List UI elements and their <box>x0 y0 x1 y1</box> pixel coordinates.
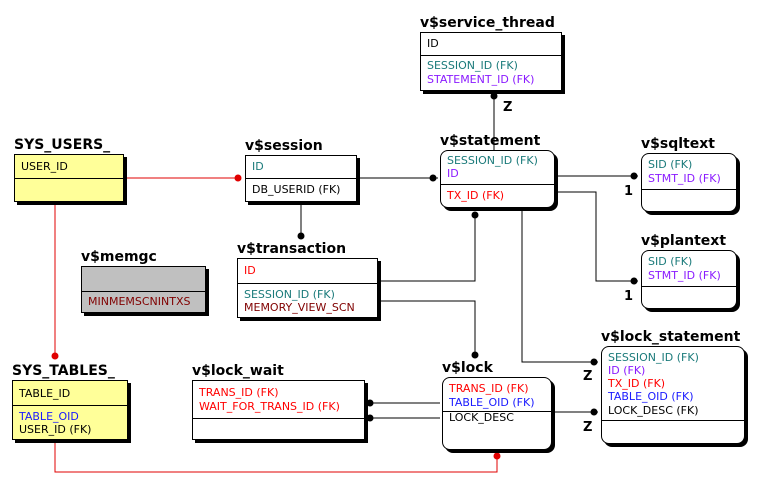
entity-box: SESSION_ID (FK) ID (FK) TX_ID (FK) TABLE… <box>601 346 745 444</box>
rel-transaction-lock <box>378 300 476 355</box>
card-one-plantext: 1 <box>624 289 634 304</box>
pk-attr: WAIT_FOR_TRANS_ID (FK) <box>199 400 340 413</box>
entity-box: USER_ID <box>14 154 124 202</box>
entity-title: v$lock <box>442 360 493 376</box>
pk-attr: SESSION_ID (FK) <box>447 154 538 167</box>
pk-attr: TABLE_OID (FK) <box>608 390 694 403</box>
pk-attr: STMT_ID (FK) <box>648 269 721 282</box>
entity-box: TABLE_ID TABLE_OID USER_ID (FK) <box>12 380 128 440</box>
pk-attr: TABLE_OID (FK) <box>449 396 535 409</box>
entity-box: ID SESSION_ID (FK) STATEMENT_ID (FK) <box>420 32 562 91</box>
attr: USER_ID (FK) <box>19 423 92 436</box>
attr: MINMEMSCNINTXS <box>88 295 191 308</box>
pk-attr: ID <box>447 167 459 180</box>
rel-lockwait-lock-1-dot <box>366 399 374 407</box>
card-z-lockstmt-bottom: Z <box>583 420 593 435</box>
divider <box>238 283 377 284</box>
rel-session-statement-dot <box>429 174 437 182</box>
entity-box: TRANS_ID (FK) TABLE_OID (FK) LOCK_DESC <box>442 377 552 450</box>
divider <box>15 178 123 179</box>
pk-attr: TX_ID (FK) <box>608 377 666 390</box>
rel-statement-service-dot <box>490 92 498 100</box>
divider <box>13 405 127 406</box>
divider <box>193 418 364 419</box>
attr: DB_USERID (FK) <box>252 183 341 196</box>
card-one-sqltext: 1 <box>624 184 634 199</box>
attr: LOCK_DESC (FK) <box>608 404 699 417</box>
rel-statement-lockstmt-dot <box>590 358 598 366</box>
pk-attr: ID <box>252 160 264 173</box>
attr: SESSION_ID (FK) <box>427 59 518 72</box>
entity-box: TRANS_ID (FK) WAIT_FOR_TRANS_ID (FK) <box>192 380 365 440</box>
entity-box: ID SESSION_ID (FK) MEMORY_VIEW_SCN <box>237 258 378 318</box>
pk-attr: SID (FK) <box>648 255 693 268</box>
entity-title: v$plantext <box>641 233 727 249</box>
entity-box: SESSION_ID (FK) ID TX_ID (FK) <box>440 150 555 208</box>
entity-title: SYS_TABLES_ <box>12 363 115 379</box>
divider <box>421 55 561 56</box>
pk-attr: STMT_ID (FK) <box>648 172 721 185</box>
attr: MEMORY_VIEW_SCN <box>244 301 355 314</box>
pk-attr: TRANS_ID (FK) <box>199 386 279 399</box>
attr: TX_ID (FK) <box>447 189 505 202</box>
rel-statement-plantext-dot <box>630 277 638 285</box>
entity-title: v$transaction <box>237 241 347 257</box>
rel-statement-lockstmt <box>521 208 598 363</box>
entity-box: SID (FK) STMT_ID (FK) <box>641 153 737 212</box>
card-z-lockstmt-top: Z <box>583 369 593 384</box>
attr: STATEMENT_ID (FK) <box>427 73 535 86</box>
attr: SESSION_ID (FK) <box>244 288 335 301</box>
rel-transaction-lock-dot <box>471 351 479 359</box>
divider <box>642 189 736 190</box>
entity-title: SYS_USERS_ <box>14 137 111 153</box>
entity-title: v$lock_wait <box>192 363 284 379</box>
pk-attr: SID (FK) <box>648 158 693 171</box>
pk-attr: USER_ID <box>21 160 68 173</box>
pk-attr: TABLE_ID <box>19 387 71 400</box>
rel-transaction-statement <box>378 212 476 282</box>
attr: TABLE_OID <box>19 410 79 423</box>
divider <box>246 178 356 179</box>
divider <box>441 184 554 185</box>
attr: LOCK_DESC <box>449 411 514 424</box>
rel-statement-sqltext-dot <box>630 172 638 180</box>
rel-lockwait-lock-2-dot <box>366 414 374 422</box>
entity-title: v$session <box>245 138 323 154</box>
rel-transaction-statement-dot <box>471 211 479 219</box>
entity-box: ID DB_USERID (FK) <box>245 155 357 202</box>
entity-box: SID (FK) STMT_ID (FK) <box>641 250 737 309</box>
entity-title: v$statement <box>440 133 541 149</box>
pk-attr: ID (FK) <box>608 364 646 377</box>
entity-title: v$sqltext <box>641 136 715 152</box>
divider <box>82 291 205 292</box>
rel-session-transaction-dot <box>297 232 305 240</box>
entity-title: v$memgc <box>81 249 157 265</box>
rel-users-session-dot <box>234 174 242 182</box>
divider <box>443 411 551 412</box>
rel-statement-plantext <box>556 191 638 282</box>
rel-tables-lock-dot <box>493 452 501 460</box>
pk-attr: SESSION_ID (FK) <box>608 351 699 364</box>
entity-title: v$service_thread <box>420 15 555 31</box>
rel-users-tables-dot <box>51 352 59 360</box>
card-z-service: Z <box>503 100 513 115</box>
divider <box>642 286 736 287</box>
rel-lock-lockstmt-dot <box>590 408 598 416</box>
entity-title: v$lock_statement <box>601 329 741 345</box>
entity-box: MINMEMSCNINTXS <box>81 266 206 313</box>
rel-tables-lock <box>54 440 498 473</box>
pk-attr: ID <box>244 264 256 277</box>
pk-attr: TRANS_ID (FK) <box>449 382 529 395</box>
pk-attr: ID <box>427 37 439 50</box>
divider <box>602 420 744 421</box>
